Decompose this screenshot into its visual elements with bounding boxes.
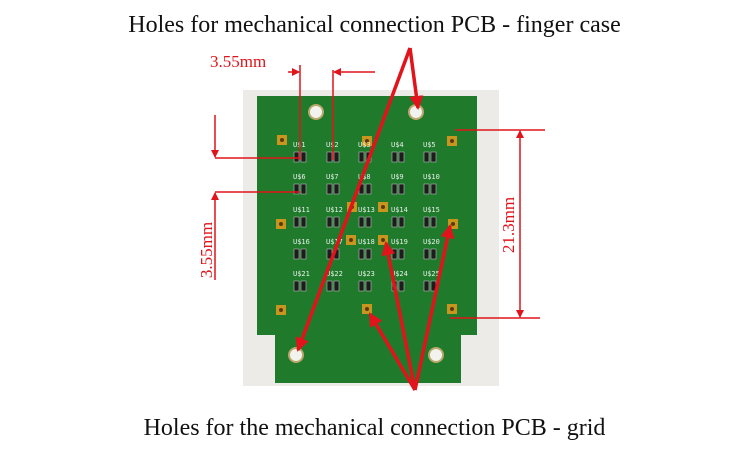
sensor-label: U$17 — [326, 238, 343, 246]
sensor-chip — [326, 280, 333, 292]
grid-pad-hole — [349, 238, 353, 242]
dimension-lines — [211, 65, 545, 319]
grid-pad-hole — [279, 222, 283, 226]
sensor-chip — [398, 183, 405, 195]
sensor-label: U$11 — [293, 206, 310, 214]
sensor-chip — [333, 151, 340, 163]
sensor-chip — [293, 280, 300, 292]
grid-span-label: 21.3mm — [499, 197, 518, 253]
sensor-label: U$14 — [391, 206, 408, 214]
sensor-chip — [293, 216, 300, 228]
sensor-chip — [398, 216, 405, 228]
sensor-label: U$4 — [391, 141, 404, 149]
sensor-chip — [293, 183, 300, 195]
mounting-hole-center — [290, 349, 302, 361]
sensor-chip — [333, 216, 340, 228]
sensor-chip — [300, 183, 307, 195]
sensor-chip — [358, 151, 365, 163]
sensor-label: U$7 — [326, 173, 339, 181]
sensor-chip — [300, 151, 307, 163]
sensor-chip — [430, 216, 437, 228]
sensor-chip — [423, 248, 430, 260]
sensor-label: U$23 — [358, 270, 375, 278]
sensor-label: U$20 — [423, 238, 440, 246]
sensor-chip — [398, 280, 405, 292]
sensor-chip — [430, 151, 437, 163]
sensor-chip — [365, 280, 372, 292]
sensor-chip — [423, 183, 430, 195]
sensor-chip — [398, 151, 405, 163]
sensor-chip — [398, 248, 405, 260]
sensor-chip — [430, 183, 437, 195]
sensor-label: U$12 — [326, 206, 343, 214]
sensor-label: U$10 — [423, 173, 440, 181]
grid-pad-hole — [365, 307, 369, 311]
grid-pad-hole — [450, 307, 454, 311]
sensor-chip — [423, 216, 430, 228]
sensor-chip — [423, 151, 430, 163]
sensor-chip — [293, 248, 300, 260]
sensor-chip — [326, 183, 333, 195]
sensor-label: U$25 — [423, 270, 440, 278]
grid-holes-caption: Holes for the mechanical connection PCB … — [143, 415, 606, 441]
sensor-chip — [430, 248, 437, 260]
sensor-label: U$18 — [358, 238, 375, 246]
grid-pad-hole — [451, 222, 455, 226]
sensor-chip — [365, 183, 372, 195]
sensor-label: U$15 — [423, 206, 440, 214]
sensor-chip — [300, 280, 307, 292]
sensor-chip — [293, 151, 300, 163]
sensor-chip — [358, 216, 365, 228]
finger-case-holes-caption: Holes for mechanical connection PCB - fi… — [128, 12, 621, 38]
sensor-chip — [391, 248, 398, 260]
grid-pad-hole — [280, 138, 284, 142]
sensor-chip — [391, 216, 398, 228]
grid-pad-hole — [365, 139, 369, 143]
sensor-chip — [326, 151, 333, 163]
sensor-chip — [391, 183, 398, 195]
grid-pad-hole — [450, 139, 454, 143]
sensor-chip — [333, 183, 340, 195]
sensor-label: U$3 — [358, 141, 371, 149]
sensor-label: U$22 — [326, 270, 343, 278]
sensor-label: U$5 — [423, 141, 436, 149]
sensor-label: U$16 — [293, 238, 310, 246]
mounting-hole-center — [310, 106, 322, 118]
grid-pad-hole — [381, 238, 385, 242]
horizontal-pitch-label: 3.55mm — [210, 52, 266, 71]
sensor-chip — [326, 216, 333, 228]
mounting-hole-center — [410, 106, 422, 118]
sensor-chip — [391, 151, 398, 163]
sensor-chip — [365, 248, 372, 260]
sensor-label: U$24 — [391, 270, 408, 278]
sensor-label: U$6 — [293, 173, 306, 181]
sensor-label: U$13 — [358, 206, 375, 214]
sensor-chip — [358, 248, 365, 260]
grid-pad-hole — [279, 308, 283, 312]
sensor-chip — [423, 280, 430, 292]
pointer-arrows — [295, 47, 455, 391]
sensor-label: U$9 — [391, 173, 404, 181]
sensor-chip — [358, 280, 365, 292]
mounting-hole-center — [430, 349, 442, 361]
grid-pad-hole — [381, 205, 385, 209]
sensor-chip — [365, 216, 372, 228]
sensor-label: U$19 — [391, 238, 408, 246]
sensor-chip — [300, 216, 307, 228]
sensor-label: U$8 — [358, 173, 371, 181]
vertical-pitch-label: 3.55mm — [197, 222, 216, 278]
sensor-label: U$21 — [293, 270, 310, 278]
sensor-chip — [300, 248, 307, 260]
sensor-chip — [333, 280, 340, 292]
